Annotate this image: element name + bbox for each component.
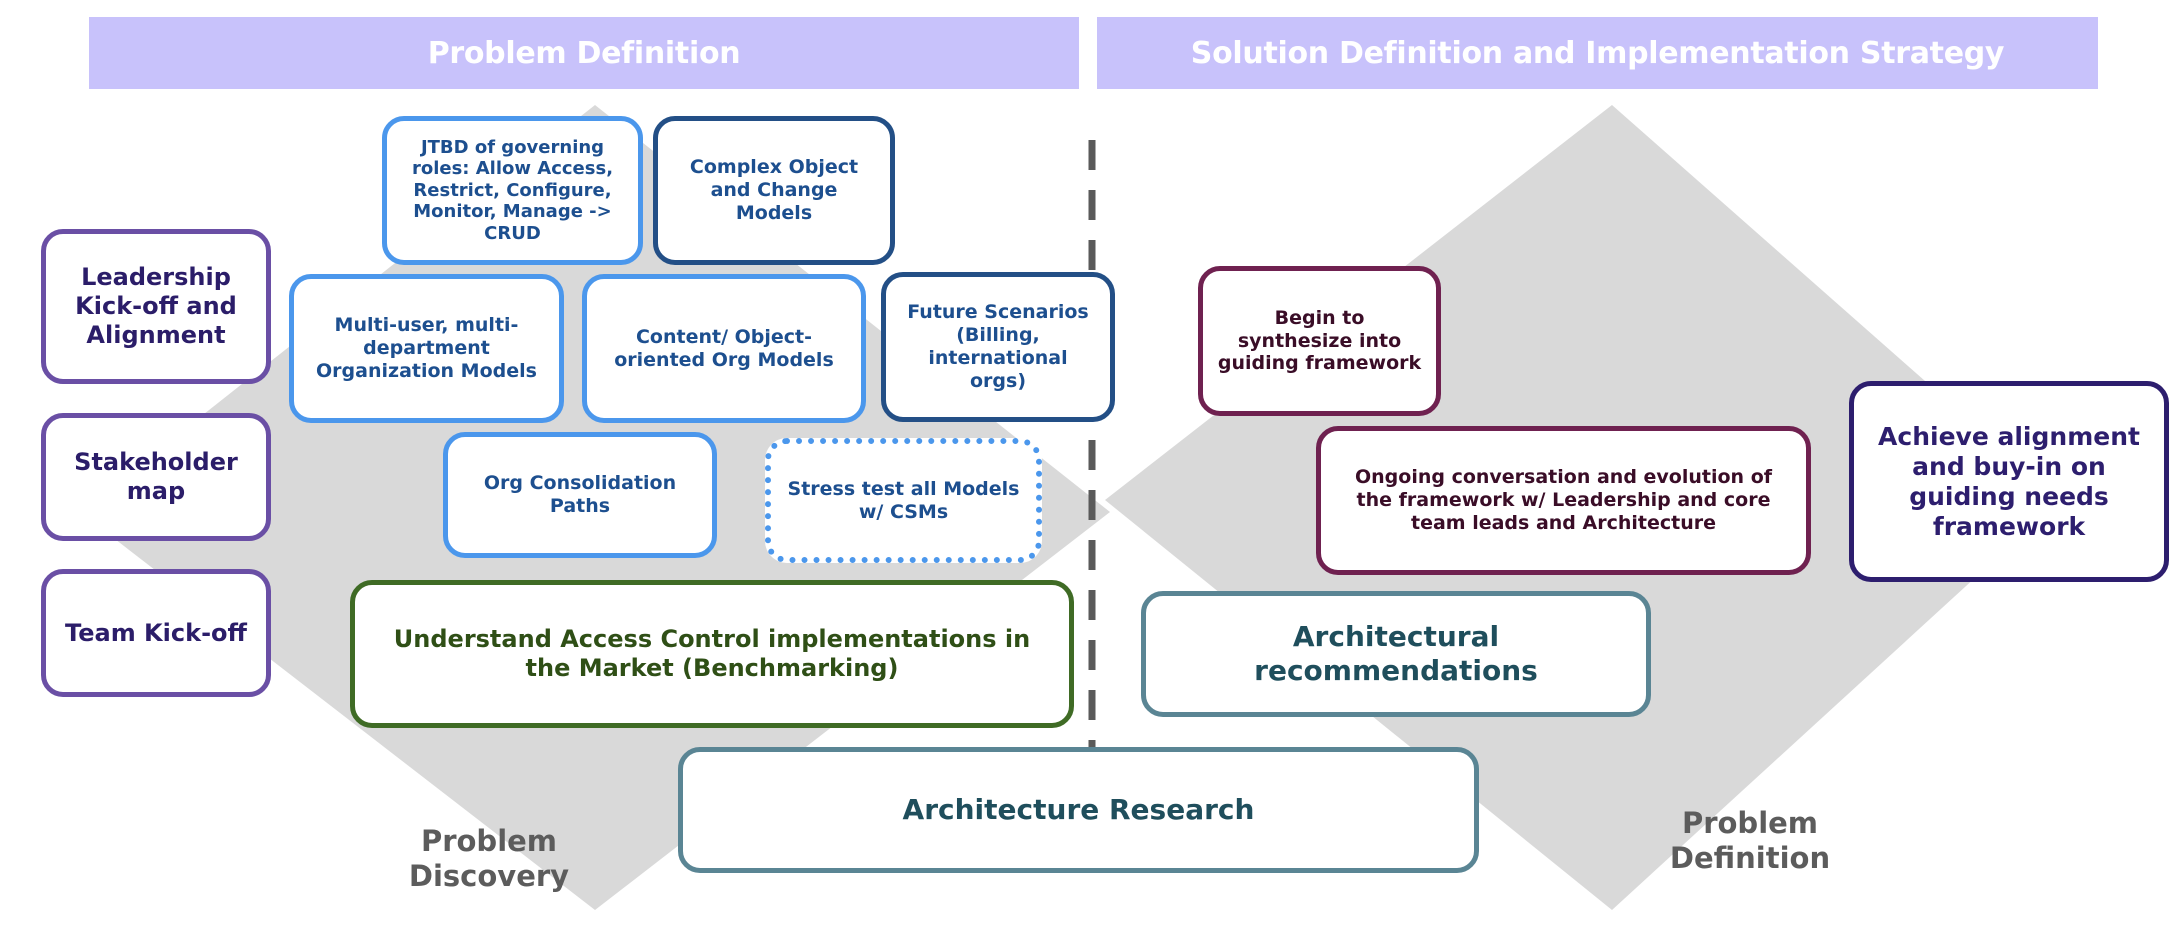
synthesize-framework-box: Begin to synthesize into guiding framewo…	[1198, 266, 1441, 416]
problem-definition-label: Problem Definition	[1669, 806, 1831, 875]
benchmarking-box: Understand Access Control implementation…	[350, 580, 1074, 728]
architecture-research-box: Architecture Research	[678, 747, 1479, 873]
content-object-box: Content/ Object-oriented Org Models	[582, 274, 866, 423]
architectural-recommendations-box: Architectural recommendations	[1141, 591, 1651, 717]
future-scenarios-box: Future Scenarios (Billing, international…	[881, 272, 1115, 422]
complex-object-box: Complex Object and Change Models	[653, 116, 895, 265]
org-consolidation-box: Org Consolidation Paths	[443, 432, 717, 558]
alignment-box: Achieve alignment and buy-in on guiding …	[1849, 381, 2169, 582]
header-solution-definition: Solution Definition and Implementation S…	[1097, 17, 2098, 89]
jtbd-box: JTBD of governing roles: Allow Access, R…	[382, 116, 643, 265]
problem-discovery-label: Problem Discovery	[408, 824, 570, 893]
team-kickoff-box: Team Kick-off	[41, 569, 271, 697]
stakeholder-map-box: Stakeholder map	[41, 413, 271, 541]
ongoing-conversation-box: Ongoing conversation and evolution of th…	[1316, 426, 1811, 575]
stress-test-box: Stress test all Models w/ CSMs	[765, 438, 1042, 563]
multi-user-box: Multi-user, multi-department Organizatio…	[289, 274, 564, 423]
leadership-kickoff-box: Leadership Kick-off and Alignment	[41, 229, 271, 384]
header-problem-definition: Problem Definition	[89, 17, 1079, 89]
